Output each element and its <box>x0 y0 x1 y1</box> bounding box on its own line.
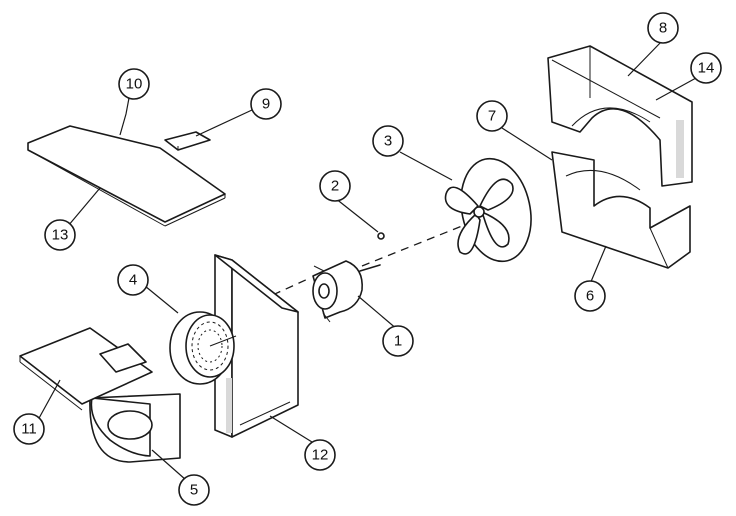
callout-7: 7 <box>476 100 508 132</box>
callout-9-label: 9 <box>262 96 270 113</box>
callout-3: 3 <box>372 125 404 157</box>
callout-11: 11 <box>13 413 45 445</box>
callout-6-label: 6 <box>586 288 594 305</box>
small-bracket-part <box>164 131 211 151</box>
callout-4: 4 <box>117 264 149 296</box>
callout-13: 13 <box>44 219 76 251</box>
callout-13-label: 13 <box>52 227 69 244</box>
flat-panel-part <box>27 125 226 227</box>
callout-3-label: 3 <box>384 133 392 150</box>
fan-blade-part <box>444 157 532 263</box>
callout-1-label: 1 <box>394 333 402 350</box>
callout-14-label: 14 <box>698 60 715 77</box>
callout-7-label: 7 <box>488 108 496 125</box>
callout-5: 5 <box>178 474 210 506</box>
callout-9: 9 <box>250 88 282 120</box>
screw-part <box>377 232 385 240</box>
callout-6: 6 <box>574 280 606 312</box>
upper-shroud-part <box>547 45 693 187</box>
motor-part <box>312 260 381 323</box>
callout-5-label: 5 <box>190 482 198 499</box>
callout-8: 8 <box>647 12 679 44</box>
callout-10-label: 10 <box>126 76 143 93</box>
callout-14: 14 <box>690 52 722 84</box>
callout-2: 2 <box>319 170 351 202</box>
callout-12-label: 12 <box>312 447 329 464</box>
callout-2-label: 2 <box>331 178 339 195</box>
callout-12: 12 <box>304 439 336 471</box>
callout-10: 10 <box>118 68 150 100</box>
callout-4-label: 4 <box>129 272 137 289</box>
scroll-housing-part <box>19 327 181 463</box>
callout-11-label: 11 <box>21 421 37 438</box>
blower-wheel-part <box>169 311 237 385</box>
leader-lines <box>37 39 697 481</box>
callout-1: 1 <box>382 325 414 357</box>
lower-shroud-part <box>551 151 691 269</box>
mounting-plate-part <box>214 254 299 438</box>
callout-8-label: 8 <box>659 20 667 37</box>
